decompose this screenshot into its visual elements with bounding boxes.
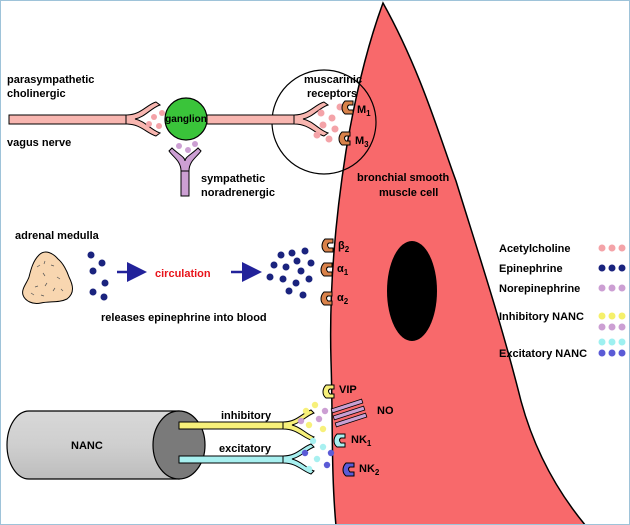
legend-label-norepinephrine: Norepinephrine bbox=[499, 283, 580, 295]
label-parasympathetic: parasympathetic bbox=[7, 74, 94, 86]
label-muscarinic: muscarinic bbox=[304, 74, 362, 86]
legend-epinephrine: Epinephrine bbox=[499, 263, 626, 275]
receptor-alpha1 bbox=[320, 262, 333, 277]
label-bronchial-smooth: bronchial smooth bbox=[357, 172, 450, 184]
adrenal-texture bbox=[30, 260, 64, 297]
sympathetic-nerve bbox=[168, 147, 202, 197]
receptor-nk1 bbox=[333, 433, 346, 448]
label-nk2: NK2 bbox=[359, 463, 380, 477]
label-adrenal-medulla: adrenal medulla bbox=[15, 230, 100, 242]
label-sympathetic: sympathetic bbox=[201, 173, 265, 185]
legend-label-inhibitory-nanc: Inhibitory NANC bbox=[499, 311, 584, 323]
receptor-alpha2 bbox=[320, 291, 333, 306]
label-noradrenergic: noradrenergic bbox=[201, 187, 275, 199]
excitatory-nanc-molecules bbox=[301, 437, 335, 473]
legend: Acetylcholine Epinephrine Norepinephrine… bbox=[499, 243, 626, 360]
norepinephrine-molecules-ganglion bbox=[176, 141, 198, 153]
receptor-m3 bbox=[338, 131, 351, 146]
receptor-beta2 bbox=[321, 238, 334, 253]
label-m1: M1 bbox=[357, 104, 371, 118]
inhibitory-nerve-fiber bbox=[178, 409, 315, 441]
legend-label-epinephrine: Epinephrine bbox=[499, 263, 563, 275]
label-releases-epinephrine: releases epinephrine into blood bbox=[101, 312, 267, 324]
label-beta2: β2 bbox=[338, 240, 350, 254]
receptor-m1 bbox=[341, 100, 354, 115]
epinephrine-molecules-circulation bbox=[266, 247, 315, 299]
legend-label-acetylcholine: Acetylcholine bbox=[499, 243, 571, 255]
label-alpha1: α1 bbox=[337, 263, 349, 277]
legend-label-excitatory-nanc: Excitatory NANC bbox=[499, 348, 587, 360]
receptor-nk2 bbox=[342, 462, 355, 477]
receptor-no bbox=[330, 398, 368, 428]
legend-acetylcholine: Acetylcholine bbox=[499, 243, 626, 255]
acetylcholine-molecules-ganglion bbox=[146, 110, 165, 129]
label-excitatory: excitatory bbox=[219, 443, 272, 455]
adrenal-medulla bbox=[22, 251, 73, 304]
label-muscle-cell: muscle cell bbox=[379, 187, 438, 199]
epinephrine-molecules-adrenal bbox=[87, 251, 109, 301]
inhibitory-nanc-molecules bbox=[297, 401, 329, 433]
label-inhibitory: inhibitory bbox=[221, 410, 272, 422]
label-nanc: NANC bbox=[71, 440, 103, 452]
label-vip: VIP bbox=[339, 384, 357, 396]
label-circulation: circulation bbox=[155, 268, 211, 280]
postganglionic-nerve bbox=[206, 101, 330, 137]
label-vagus-nerve: vagus nerve bbox=[7, 137, 71, 149]
vagus-nerve bbox=[8, 101, 162, 137]
label-alpha2: α2 bbox=[337, 292, 349, 306]
label-no: NO bbox=[377, 405, 394, 417]
label-m3: M3 bbox=[355, 135, 369, 149]
ganglion bbox=[164, 97, 208, 141]
label-ganglion: ganglion bbox=[165, 114, 207, 125]
label-nk1: NK1 bbox=[351, 434, 372, 448]
nanc-nerve-cylinder bbox=[6, 410, 206, 480]
label-receptors: receptors bbox=[307, 88, 357, 100]
receptor-vip bbox=[322, 384, 335, 399]
acetylcholine-molecules-muscarinic bbox=[313, 103, 344, 143]
legend-inhibitory-nanc: Inhibitory NANC bbox=[499, 311, 626, 331]
legend-norepinephrine: Norepinephrine bbox=[499, 283, 626, 295]
muscle-cell bbox=[329, 1, 586, 524]
legend-excitatory-nanc: Excitatory NANC bbox=[499, 338, 626, 360]
cell-nucleus bbox=[387, 241, 437, 341]
label-cholinergic: cholinergic bbox=[7, 88, 66, 100]
